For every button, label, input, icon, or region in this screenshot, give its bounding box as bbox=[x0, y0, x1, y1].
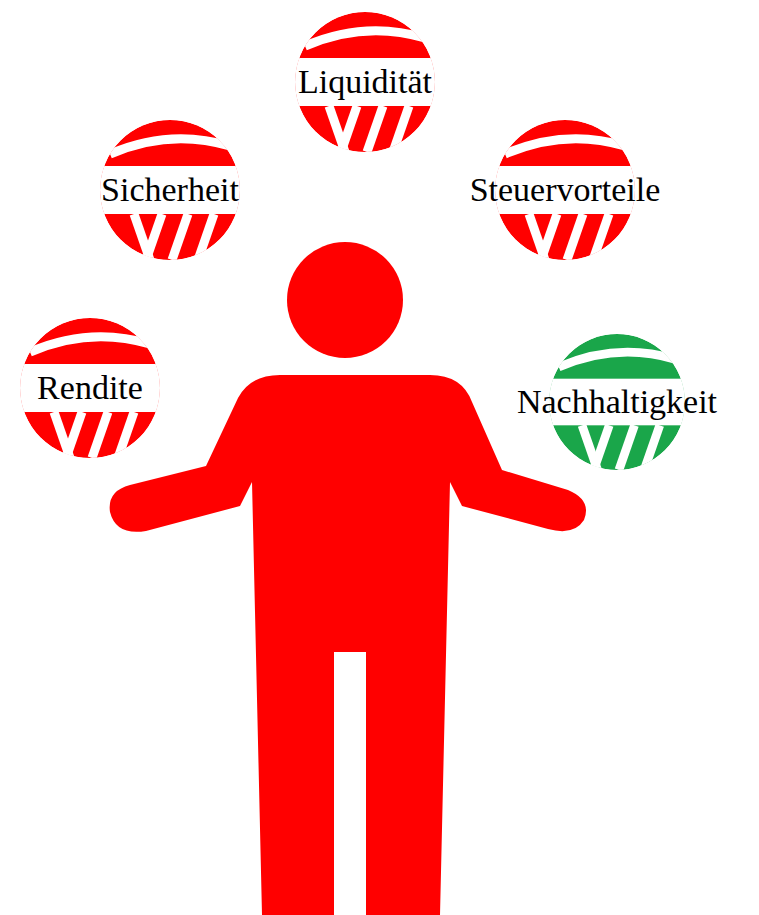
juggling-ball: Nachhaltigkeit bbox=[549, 334, 685, 470]
ball-stripe bbox=[146, 214, 162, 260]
ball-label: Liquidität bbox=[298, 65, 432, 99]
ball-stripe bbox=[30, 337, 150, 352]
ball-band bbox=[100, 166, 240, 214]
ball-label: Nachhaltigkeit bbox=[517, 385, 717, 419]
ball-stripe bbox=[66, 412, 82, 458]
ball-stripe bbox=[118, 412, 134, 458]
ball-stripe bbox=[644, 425, 660, 470]
juggling-ball: Steuervorteile bbox=[495, 120, 635, 260]
ball-stripe bbox=[92, 412, 108, 458]
ball-band bbox=[295, 58, 435, 106]
ball-stripe bbox=[505, 139, 625, 154]
ball-pattern bbox=[100, 120, 240, 260]
ball-stripe bbox=[619, 425, 635, 470]
ball-label: Steuervorteile bbox=[470, 173, 661, 207]
ball-stripe bbox=[305, 31, 425, 46]
ball-stripe bbox=[593, 214, 609, 260]
ball-stripe bbox=[541, 214, 557, 260]
ball-stripe bbox=[341, 106, 357, 152]
ball-stripe bbox=[110, 139, 230, 154]
juggling-ball: Sicherheit bbox=[100, 120, 240, 260]
ball-stripe bbox=[567, 214, 583, 260]
ball-stripe bbox=[393, 106, 409, 152]
ball-label: Rendite bbox=[37, 371, 143, 405]
ball-band bbox=[20, 364, 160, 412]
ball-fill bbox=[295, 12, 435, 152]
figure-body bbox=[110, 375, 586, 915]
ball-stripe bbox=[198, 214, 214, 260]
ball-stripe bbox=[172, 214, 188, 260]
ball-stripe bbox=[559, 352, 676, 367]
juggling-ball: Rendite bbox=[20, 318, 160, 458]
ball-label: Sicherheit bbox=[101, 173, 239, 207]
ball-pattern bbox=[295, 12, 435, 152]
ball-pattern bbox=[20, 318, 160, 458]
juggling-ball: Liquidität bbox=[295, 12, 435, 152]
ball-stripe bbox=[594, 425, 610, 470]
ball-stripe bbox=[367, 106, 383, 152]
figure-head bbox=[287, 242, 403, 358]
ball-fill bbox=[100, 120, 240, 260]
ball-fill bbox=[20, 318, 160, 458]
